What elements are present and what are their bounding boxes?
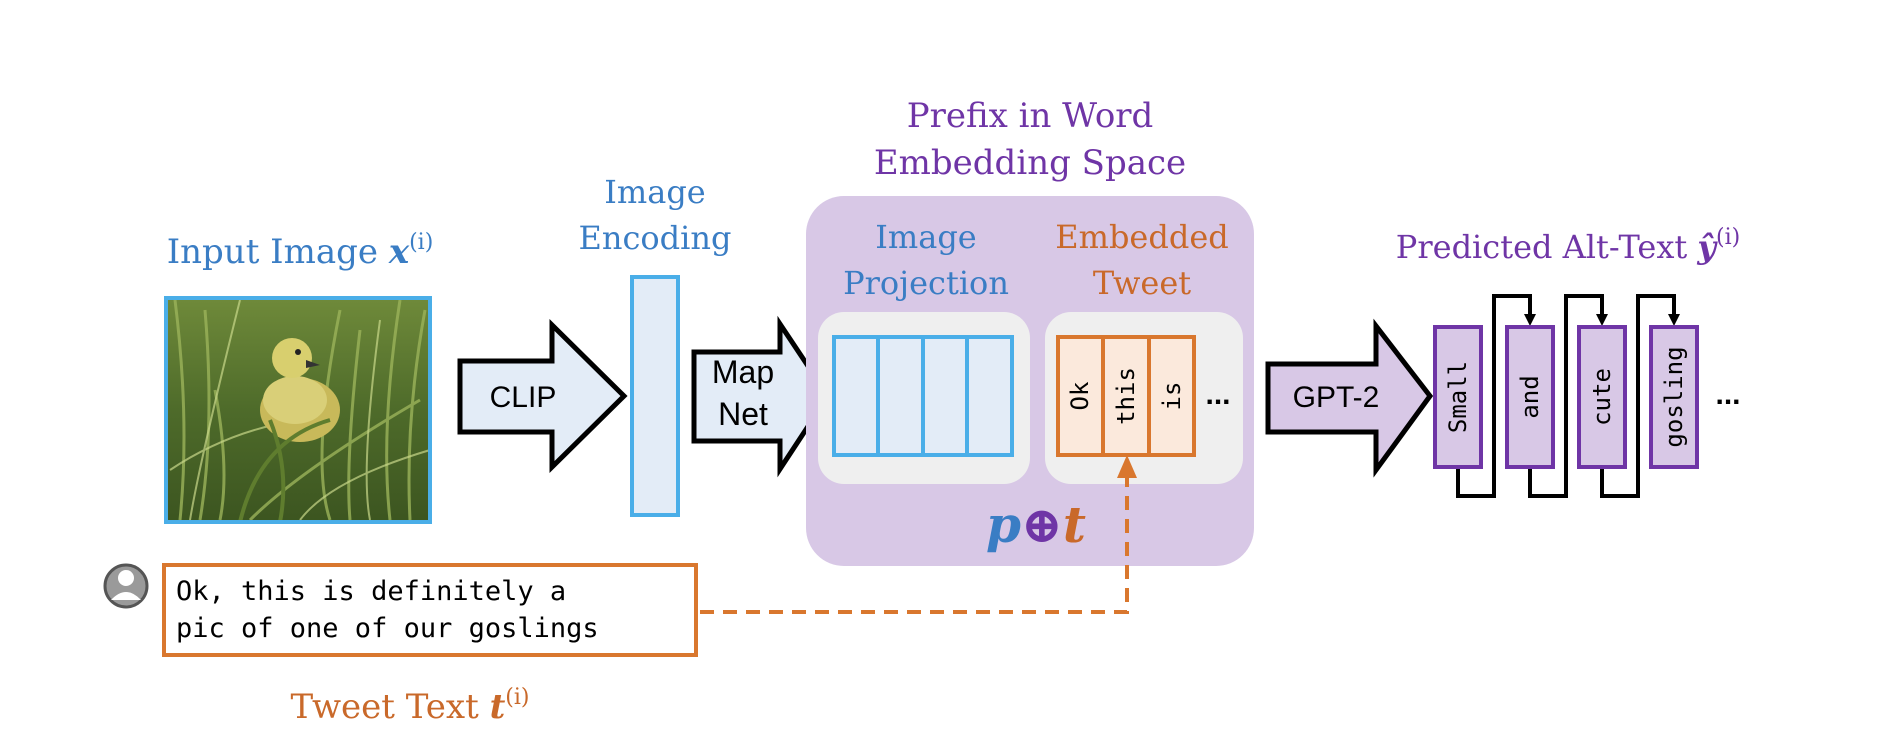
output-token-box (1649, 325, 1699, 469)
arrowhead (1524, 314, 1536, 326)
map-net-label-line1: Map (712, 354, 774, 390)
image-encoding-vector (630, 275, 680, 517)
input-image-frame (164, 296, 432, 524)
output-token-box (1577, 325, 1627, 469)
gpt2-label: GPT-2 (1293, 381, 1380, 414)
tweet-text-line1: Ok, this is definitely a (176, 576, 566, 607)
output-token: gosling (1660, 346, 1688, 447)
embedded-token: Ok (1066, 381, 1094, 410)
embedded-tweet-label-line1: Embedded (1055, 218, 1229, 256)
tweet-text-label: Tweet Text t(i) (290, 685, 529, 727)
input-image-label: Input Image x(i) (167, 230, 434, 272)
predicted-alt-text-label: Predicted Alt-Text ŷ(i) (1396, 225, 1740, 266)
embedded-tweet-vectors: Ok this is (1056, 335, 1196, 457)
image-encoding-label-line1: Image (604, 173, 705, 211)
output-token: cute (1588, 368, 1616, 426)
output-token-box (1433, 325, 1483, 469)
embedded-tweet-label-line2: Tweet (1093, 264, 1191, 302)
autoregressive-connectors (1456, 294, 1676, 498)
clip-label: CLIP (490, 381, 557, 414)
embedded-token: this (1112, 367, 1140, 425)
connector-arrowhead (1117, 455, 1137, 478)
image-projection-label-line1: Image (875, 218, 976, 256)
arrowhead (1668, 314, 1680, 326)
image-projection-label-line2: Projection (843, 264, 1009, 302)
clip-arrow: CLIP (457, 319, 628, 473)
map-net-arrow: Map Net (691, 315, 831, 478)
concat-formula: p⊕t (986, 495, 1086, 554)
embedded-token: is (1158, 382, 1186, 411)
image-encoding-label-line2: Encoding (579, 219, 732, 257)
output-ellipsis: ... (1715, 378, 1740, 411)
user-avatar-icon (103, 563, 149, 609)
gpt2-arrow: GPT-2 (1265, 318, 1434, 478)
tweet-embedding-connector (700, 468, 1129, 614)
prefix-label-line2: Embedding Space (874, 143, 1186, 183)
prefix-label-line1: Prefix in Word (907, 96, 1154, 136)
image-projection-vectors (832, 335, 1014, 457)
tweet-box (162, 563, 698, 657)
output-token-box (1505, 325, 1555, 469)
gosling-photo (164, 296, 432, 524)
tweet-text-line2: pic of one of our goslings (176, 613, 599, 644)
map-net-label-line2: Net (718, 396, 768, 432)
output-token: Small (1444, 361, 1472, 433)
embedded-ellipsis: ... (1205, 378, 1230, 411)
arrowhead (1596, 314, 1608, 326)
output-tokens: Small and cute gosling (1433, 325, 1699, 469)
output-token: and (1516, 375, 1544, 418)
